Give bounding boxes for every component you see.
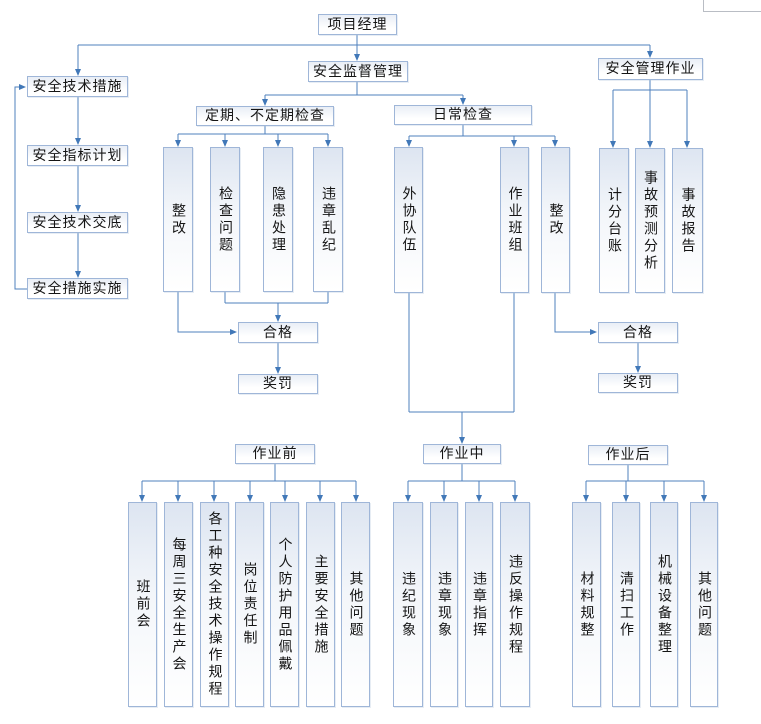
node-safety-target-plan: 安全指标计划 (27, 145, 128, 166)
node-rule-violation-phenomenon: 违章现象 (430, 502, 458, 707)
node-inspection-problems: 检查问题 (210, 147, 240, 292)
node-safety-management-work: 安全管理作业 (598, 58, 703, 80)
node-accident-prediction-analysis: 事故预测分析 (635, 148, 665, 293)
node-work-groups: 作业班组 (500, 147, 529, 293)
node-cleaning-work: 清扫工作 (612, 502, 640, 707)
node-safety-supervision: 安全监督管理 (308, 61, 408, 82)
node-violation-command: 违章指挥 (465, 502, 493, 707)
page-border-artifact (703, 0, 761, 12)
node-post-responsibility: 岗位责任制 (235, 502, 264, 707)
node-other-issues-2: 其他问题 (690, 502, 718, 707)
node-material-arrangement: 材料规整 (572, 502, 601, 707)
node-scoring-ledger: 计分台账 (599, 148, 629, 293)
node-rectification-2: 整改 (541, 147, 570, 293)
node-accident-report: 事故报告 (672, 148, 703, 293)
node-safety-tech-disclosure: 安全技术交底 (27, 212, 128, 233)
node-reward-penalty-2: 奖罚 (598, 373, 678, 393)
node-safety-measure-implementation: 安全措施实施 (27, 278, 128, 299)
node-reward-penalty-1: 奖罚 (238, 374, 318, 394)
node-hazard-handling: 隐患处理 (263, 147, 293, 292)
node-external-teams: 外协队伍 (394, 147, 423, 293)
node-ppe-wearing: 个人防护用品佩戴 (270, 502, 299, 707)
node-discipline-violation: 违纪现象 (393, 502, 423, 707)
node-project-manager: 项目经理 (318, 14, 397, 35)
node-pre-shift-meeting: 班前会 (128, 502, 157, 707)
node-rectification-1: 整改 (163, 147, 193, 292)
node-equipment-arrangement: 机械设备整理 (650, 502, 678, 707)
node-operation-rule-violation: 违反操作规程 (500, 502, 530, 707)
node-safety-tech-measures: 安全技术措施 (27, 76, 128, 97)
node-during-work: 作业中 (423, 444, 501, 464)
node-pass-1: 合格 (238, 322, 318, 343)
node-after-work: 作业后 (588, 445, 668, 465)
node-before-work: 作业前 (235, 444, 315, 464)
node-daily-inspection: 日常检查 (394, 105, 532, 125)
node-other-issues-1: 其他问题 (341, 502, 370, 707)
node-rule-violations: 违章乱纪 (313, 147, 343, 292)
node-periodic-inspection: 定期、不定期检查 (196, 106, 334, 126)
node-pass-2: 合格 (598, 322, 678, 343)
node-trade-operation-rules: 各工种安全技术操作规程 (200, 502, 229, 707)
node-main-safety-measures: 主要安全措施 (306, 502, 335, 707)
node-wednesday-safety-meeting: 每周三安全生产会 (164, 502, 193, 707)
